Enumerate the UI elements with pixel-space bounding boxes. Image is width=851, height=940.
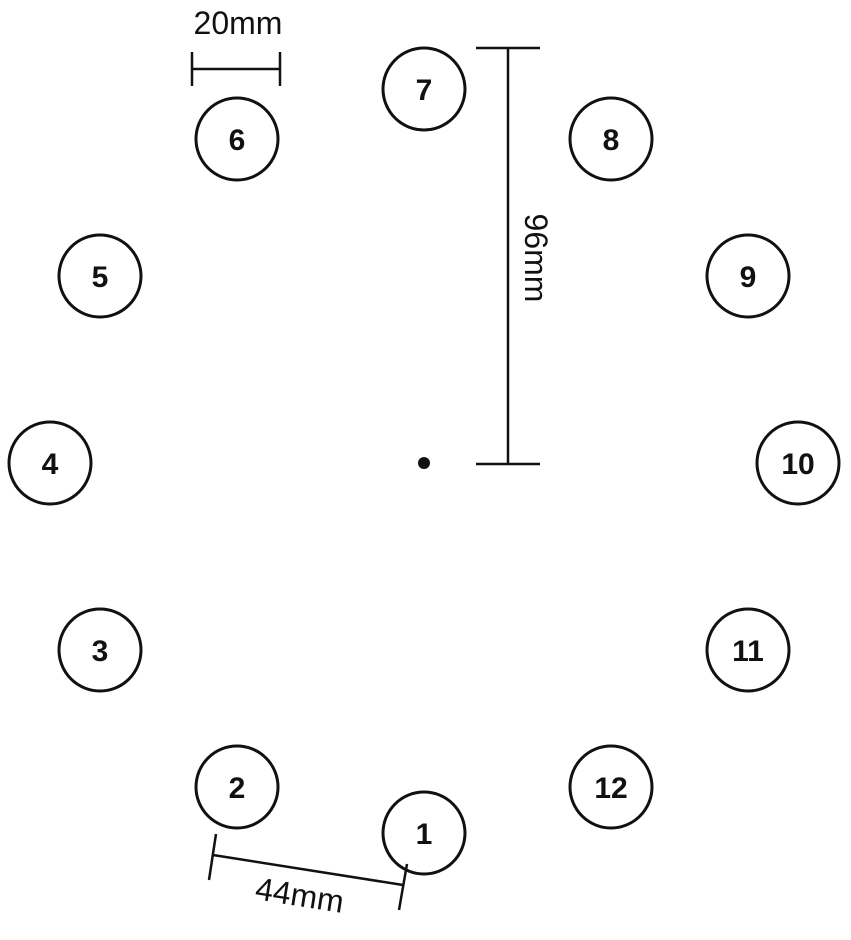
diameter-dimension: 20mm xyxy=(190,5,283,86)
target-2-circle xyxy=(194,744,280,830)
target-10: 10 xyxy=(755,420,841,506)
target-7: 7 xyxy=(381,46,467,132)
target-8-label: 8 xyxy=(603,124,620,157)
target-2-label: 2 xyxy=(229,772,246,805)
target-6-circle xyxy=(194,96,280,182)
target-3: 3 xyxy=(57,607,143,693)
target-2: 2 xyxy=(194,744,280,830)
target-12-circle xyxy=(568,744,654,830)
diameter-dim-label: 20mm xyxy=(194,5,283,41)
target-4: 4 xyxy=(7,420,93,506)
target-1: 1 xyxy=(381,790,467,876)
target-9-label: 9 xyxy=(740,261,757,294)
spacing-dim-line xyxy=(212,853,404,887)
target-5-circle xyxy=(57,233,143,319)
spacing-dimension: 44mm xyxy=(207,833,409,920)
target-10-label: 10 xyxy=(781,448,814,481)
target-12: 12 xyxy=(568,744,654,830)
spacing-dim-label: 44mm xyxy=(253,870,346,919)
target-1-circle xyxy=(381,790,467,876)
target-12-label: 12 xyxy=(594,772,627,805)
spacing-dim-tick-left xyxy=(207,833,218,881)
target-11-label: 11 xyxy=(732,635,764,668)
target-11: 11 xyxy=(705,607,791,693)
target-4-label: 4 xyxy=(42,448,59,481)
target-6-label: 6 xyxy=(229,124,246,157)
target-9-circle xyxy=(705,233,791,319)
target-8-circle xyxy=(568,96,654,182)
target-3-label: 3 xyxy=(92,635,109,668)
target-11-circle xyxy=(705,607,791,693)
target-3-circle xyxy=(57,607,143,693)
target-5: 5 xyxy=(57,233,143,319)
target-8: 8 xyxy=(568,96,654,182)
target-7-label: 7 xyxy=(416,74,433,107)
center-dot xyxy=(418,457,430,469)
target-5-label: 5 xyxy=(92,261,109,294)
target-6: 6 xyxy=(194,96,280,182)
target-9: 9 xyxy=(705,233,791,319)
radius-dimension: 96mm xyxy=(476,46,554,466)
target-7-circle xyxy=(381,46,467,132)
target-4-circle xyxy=(7,420,93,506)
spacing-dim-tick-right xyxy=(397,863,409,911)
target-1-label: 1 xyxy=(416,818,433,851)
radius-dim-label: 96mm xyxy=(518,214,554,303)
target-10-circle xyxy=(755,420,841,506)
